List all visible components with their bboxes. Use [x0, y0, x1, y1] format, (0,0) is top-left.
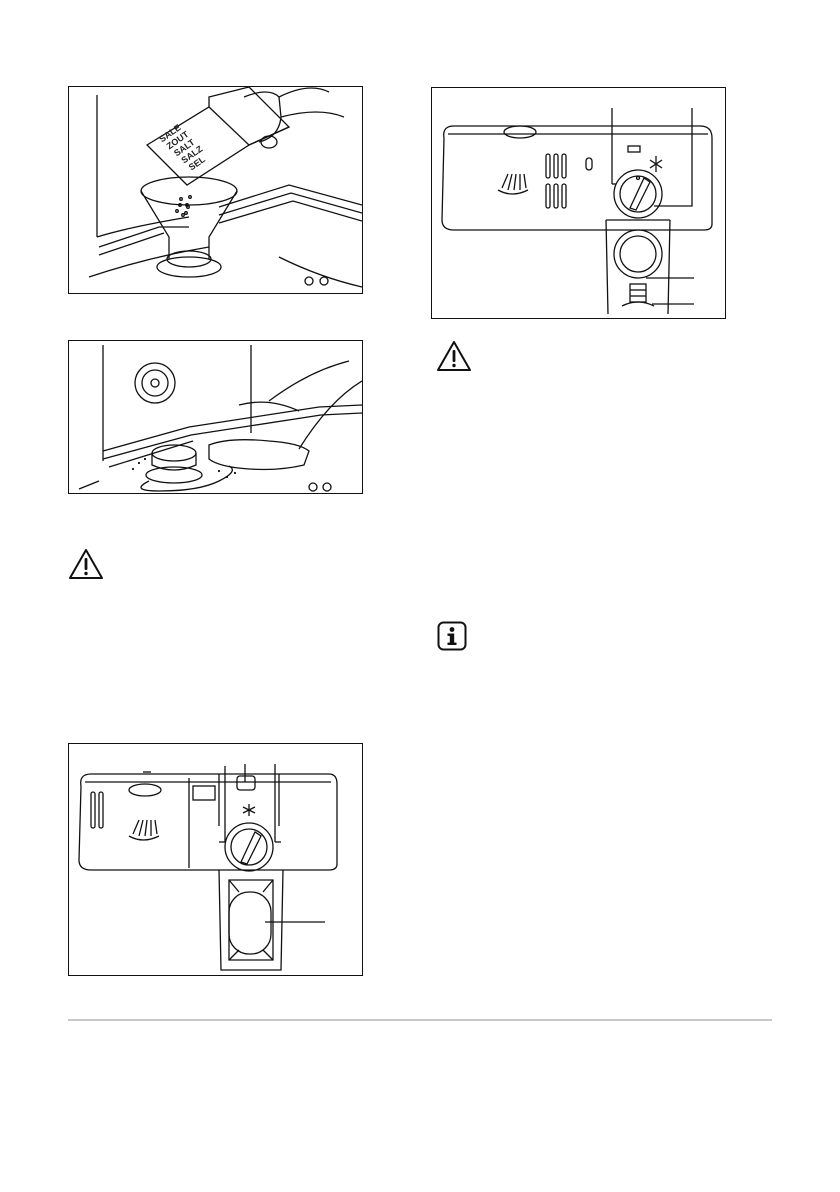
warning-triangle-icon	[68, 548, 104, 580]
figure-dispenser-dial	[68, 743, 363, 976]
figure-rinse-aid-indicator	[431, 87, 726, 319]
page-divider	[68, 1019, 772, 1021]
figure-wipe-salt	[68, 340, 363, 494]
warning-triangle-icon	[436, 340, 472, 372]
info-icon	[437, 621, 467, 651]
figure-salt-funnel: SALE ZOUT SALT SALZ SEL	[68, 86, 363, 294]
